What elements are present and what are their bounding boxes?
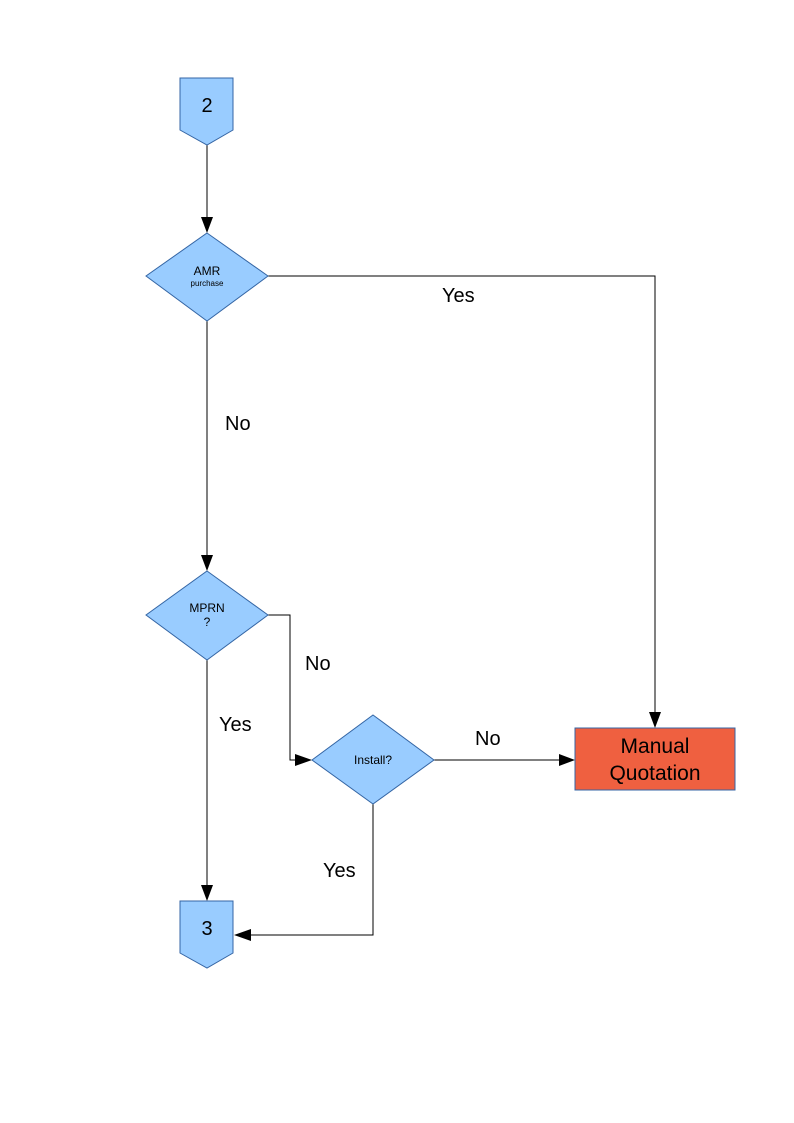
edge-amr-yes <box>268 275 656 713</box>
off-page-connector-2: 2 <box>179 77 234 146</box>
decision-install: Install? <box>311 714 435 805</box>
process-manual-quotation: Manual Quotation <box>574 727 736 791</box>
decision-mprn-line1: MPRN <box>189 601 224 615</box>
label-install-no: No <box>475 728 501 750</box>
process-line1: Manual <box>621 735 690 758</box>
decision-install-label: Install? <box>354 753 392 767</box>
edge-mprn-no <box>268 614 297 761</box>
arrowhead-install <box>295 754 312 766</box>
edge-install-yes <box>249 804 374 936</box>
connector-3-label: 3 <box>201 918 212 940</box>
arrowhead-manual-quotation-top <box>649 712 661 728</box>
decision-mprn: MPRN ? <box>145 570 269 661</box>
arrowhead-manual-quotation-left <box>559 754 575 766</box>
decision-mprn-line2: ? <box>204 615 211 629</box>
decision-amr-line1: AMR <box>194 264 221 278</box>
label-mprn-yes: Yes <box>219 714 252 736</box>
arrowhead-connector3-top <box>201 885 213 901</box>
edges <box>201 145 661 941</box>
edge-labels: Yes No No Yes No Yes <box>219 285 501 882</box>
off-page-connector-3: 3 <box>179 900 234 969</box>
arrowhead-mprn <box>201 555 213 571</box>
process-line2: Quotation <box>609 762 700 785</box>
label-install-yes: Yes <box>323 860 356 882</box>
label-mprn-no: No <box>305 653 331 675</box>
label-amr-yes: Yes <box>442 285 475 307</box>
decision-amr-line2: purchase <box>191 279 224 288</box>
arrowhead-amr <box>201 217 213 233</box>
decision-amr-purchase: AMR purchase <box>145 232 269 322</box>
arrowhead-connector3-side <box>234 929 251 941</box>
connector-2-label: 2 <box>201 95 212 117</box>
label-amr-no: No <box>225 413 251 435</box>
